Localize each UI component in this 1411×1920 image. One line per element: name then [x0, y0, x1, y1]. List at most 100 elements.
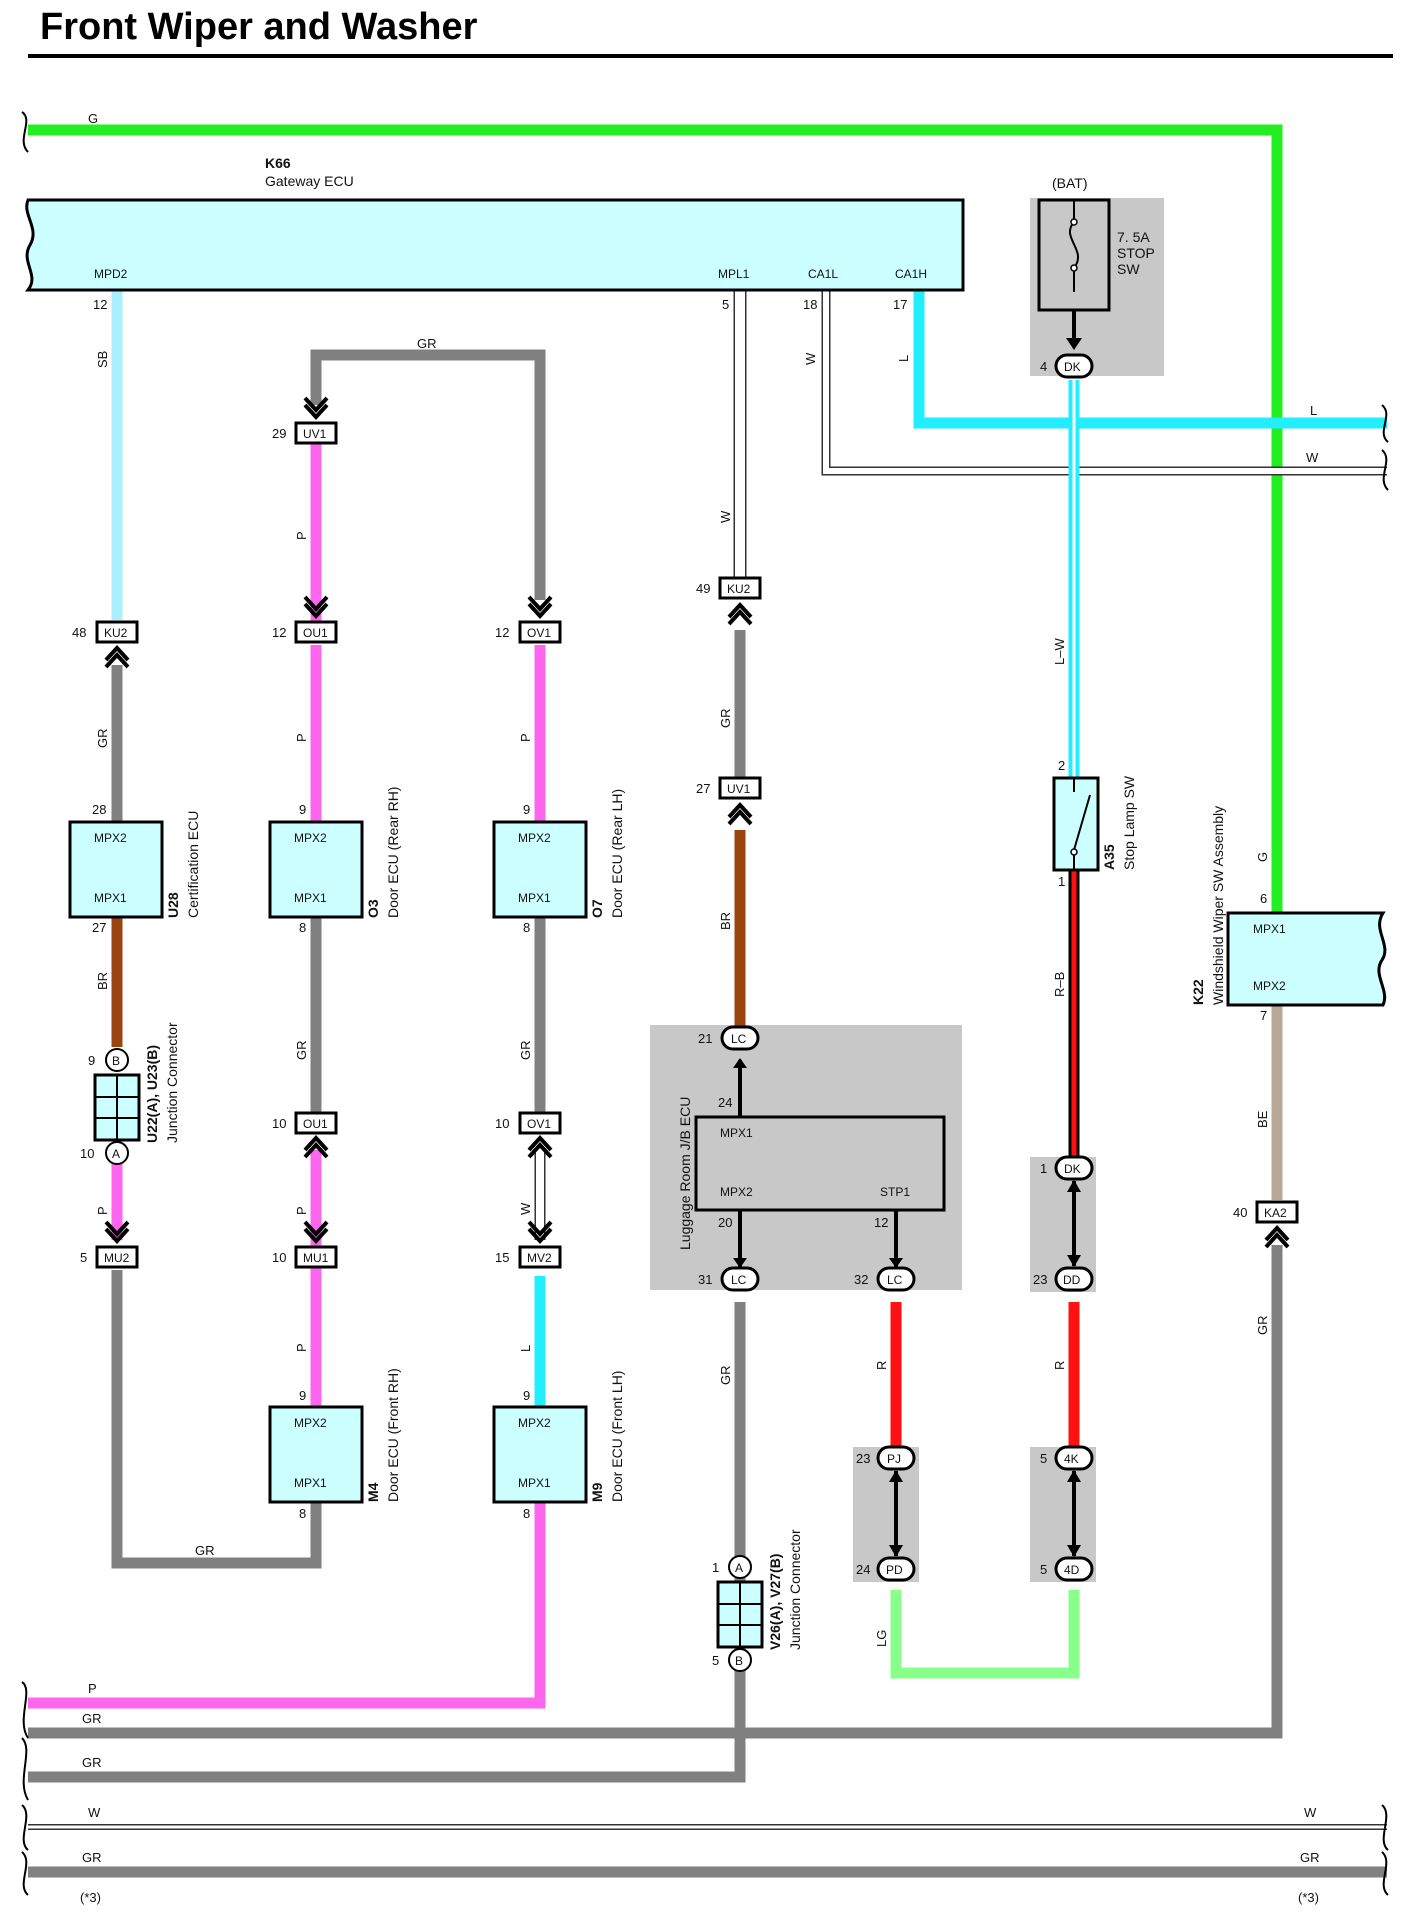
- pin-number: 21: [698, 1031, 712, 1046]
- component-code: O7: [589, 899, 605, 918]
- pin-number: 8: [299, 920, 306, 935]
- junction-pin-a: A: [735, 1561, 743, 1575]
- wire-label: GR: [95, 729, 110, 749]
- component-code: U22(A), U23(B): [144, 1045, 160, 1143]
- oval-connectors: [720, 353, 1094, 1582]
- door-ecu-rear-rh-box: [268, 820, 364, 919]
- note-label: (*3): [80, 1890, 101, 1905]
- pin-number: 5: [1040, 1451, 1047, 1466]
- connector-code: PJ: [887, 1452, 901, 1466]
- pin-number: 10: [495, 1116, 509, 1131]
- connector-code: KU2: [727, 582, 751, 596]
- terminal-label: MPX1: [94, 891, 127, 905]
- pin-number: 23: [1033, 1272, 1047, 1287]
- connector-code: PD: [886, 1563, 903, 1577]
- pin-number: 9: [299, 802, 306, 817]
- terminal-label: MPX2: [518, 831, 551, 845]
- wire-label: L: [518, 1345, 533, 1352]
- wire-label: GR: [82, 1755, 102, 1770]
- component-code: O3: [365, 899, 381, 918]
- component-name: Luggage Room J/B ECU: [677, 1097, 693, 1250]
- junction-pin-b: B: [112, 1054, 120, 1068]
- connector-code: DD: [1063, 1273, 1081, 1287]
- pin-number: 2: [1058, 758, 1065, 773]
- note-label: (*3): [1298, 1890, 1319, 1905]
- arrow-down-icon: [889, 1258, 903, 1268]
- wire-gr-lc31: [28, 1302, 746, 1783]
- connector-code: LC: [887, 1273, 903, 1287]
- fuse-terminal-top: [1070, 218, 1078, 226]
- terminal-label: STP1: [880, 1185, 910, 1199]
- wire-label: W: [1306, 450, 1319, 465]
- pin-number: 24: [718, 1095, 732, 1110]
- door-ecu-rear-lh-box: [492, 820, 588, 919]
- gateway-ecu-box: [24, 198, 965, 292]
- component-name: Junction Connector: [164, 1022, 180, 1143]
- chevron-up-icons: [104, 602, 1290, 1249]
- pin-number: 4: [1040, 359, 1047, 374]
- terminal-ca1h: CA1H: [895, 267, 927, 281]
- component-name: Junction Connector: [787, 1529, 803, 1650]
- pin-number: 1: [1058, 874, 1065, 889]
- fuse-arrow-icon: [1066, 338, 1082, 350]
- terminal-label: MPX2: [294, 1416, 327, 1430]
- wire-g-top: [28, 124, 1283, 913]
- fuse-name-1: STOP: [1117, 245, 1155, 261]
- terminal-label: MPX1: [518, 1476, 551, 1490]
- pin-number: 9: [523, 1388, 530, 1403]
- wire-label: LG: [874, 1630, 889, 1647]
- terminal-label: MPX2: [94, 831, 127, 845]
- chevron-down-icons: [104, 396, 553, 1244]
- terminal-label: MPX1: [518, 891, 551, 905]
- wire-label: P: [294, 1343, 309, 1352]
- door-ecu-front-lh-box: [492, 1405, 588, 1504]
- pin-number: 8: [523, 920, 530, 935]
- wire-label: W: [88, 1805, 101, 1820]
- stop-lamp-switch-box: [1052, 776, 1100, 872]
- component-name: Windshield Wiper SW Assembly: [1210, 806, 1226, 1005]
- component-code: A35: [1101, 844, 1117, 870]
- wire-label: P: [95, 1206, 110, 1215]
- wire-label: W: [718, 510, 733, 523]
- terminal-ca1l: CA1L: [808, 267, 838, 281]
- pin-number: 5: [712, 1653, 719, 1668]
- terminal-label: MPX2: [720, 1185, 753, 1199]
- terminal-label: MPX2: [294, 831, 327, 845]
- pin-number: 5: [1040, 1562, 1047, 1577]
- wire-label: G: [1255, 852, 1270, 862]
- connector-code: OV1: [527, 626, 551, 640]
- pin-number: 32: [854, 1272, 868, 1287]
- pin-number: 28: [92, 802, 106, 817]
- fuse-source: (BAT): [1052, 175, 1088, 191]
- wire-label: GR: [82, 1711, 102, 1726]
- jb-ecu-box: [694, 1115, 946, 1212]
- pin-number: 9: [88, 1053, 95, 1068]
- connector-code: OU1: [303, 626, 328, 640]
- connector-code: KU2: [104, 626, 128, 640]
- wire-label: W: [518, 1202, 533, 1215]
- wire-label: GR: [417, 336, 437, 351]
- pin-number: 5: [80, 1250, 87, 1265]
- connector-code: 4D: [1064, 1563, 1080, 1577]
- junction-pin-b: B: [735, 1654, 743, 1668]
- terminal-label: MPX1: [1253, 922, 1286, 936]
- component-code: V26(A), V27(B): [767, 1554, 783, 1650]
- pin-number: 17: [893, 297, 907, 312]
- wire-label: GR: [195, 1543, 215, 1558]
- wire-label: W: [803, 352, 818, 365]
- pin-number: 40: [1233, 1205, 1247, 1220]
- pin-number: 27: [92, 920, 106, 935]
- page-title: Front Wiper and Washer: [40, 6, 478, 48]
- component-name: Door ECU (Rear LH): [609, 789, 625, 918]
- component-name: Door ECU (Rear RH): [385, 787, 401, 918]
- pin-number: 12: [495, 625, 509, 640]
- wire-lg: [890, 1590, 1080, 1679]
- terminal-label: MPX2: [1253, 979, 1286, 993]
- certification-ecu-box: [68, 820, 164, 919]
- wire-label: BR: [95, 972, 110, 990]
- wire-label: GR: [718, 1366, 733, 1386]
- pin-number: 1: [1040, 1161, 1047, 1176]
- pin-number: 12: [272, 625, 286, 640]
- connector-code: UV1: [303, 427, 327, 441]
- wire-gr-loop: [310, 349, 546, 600]
